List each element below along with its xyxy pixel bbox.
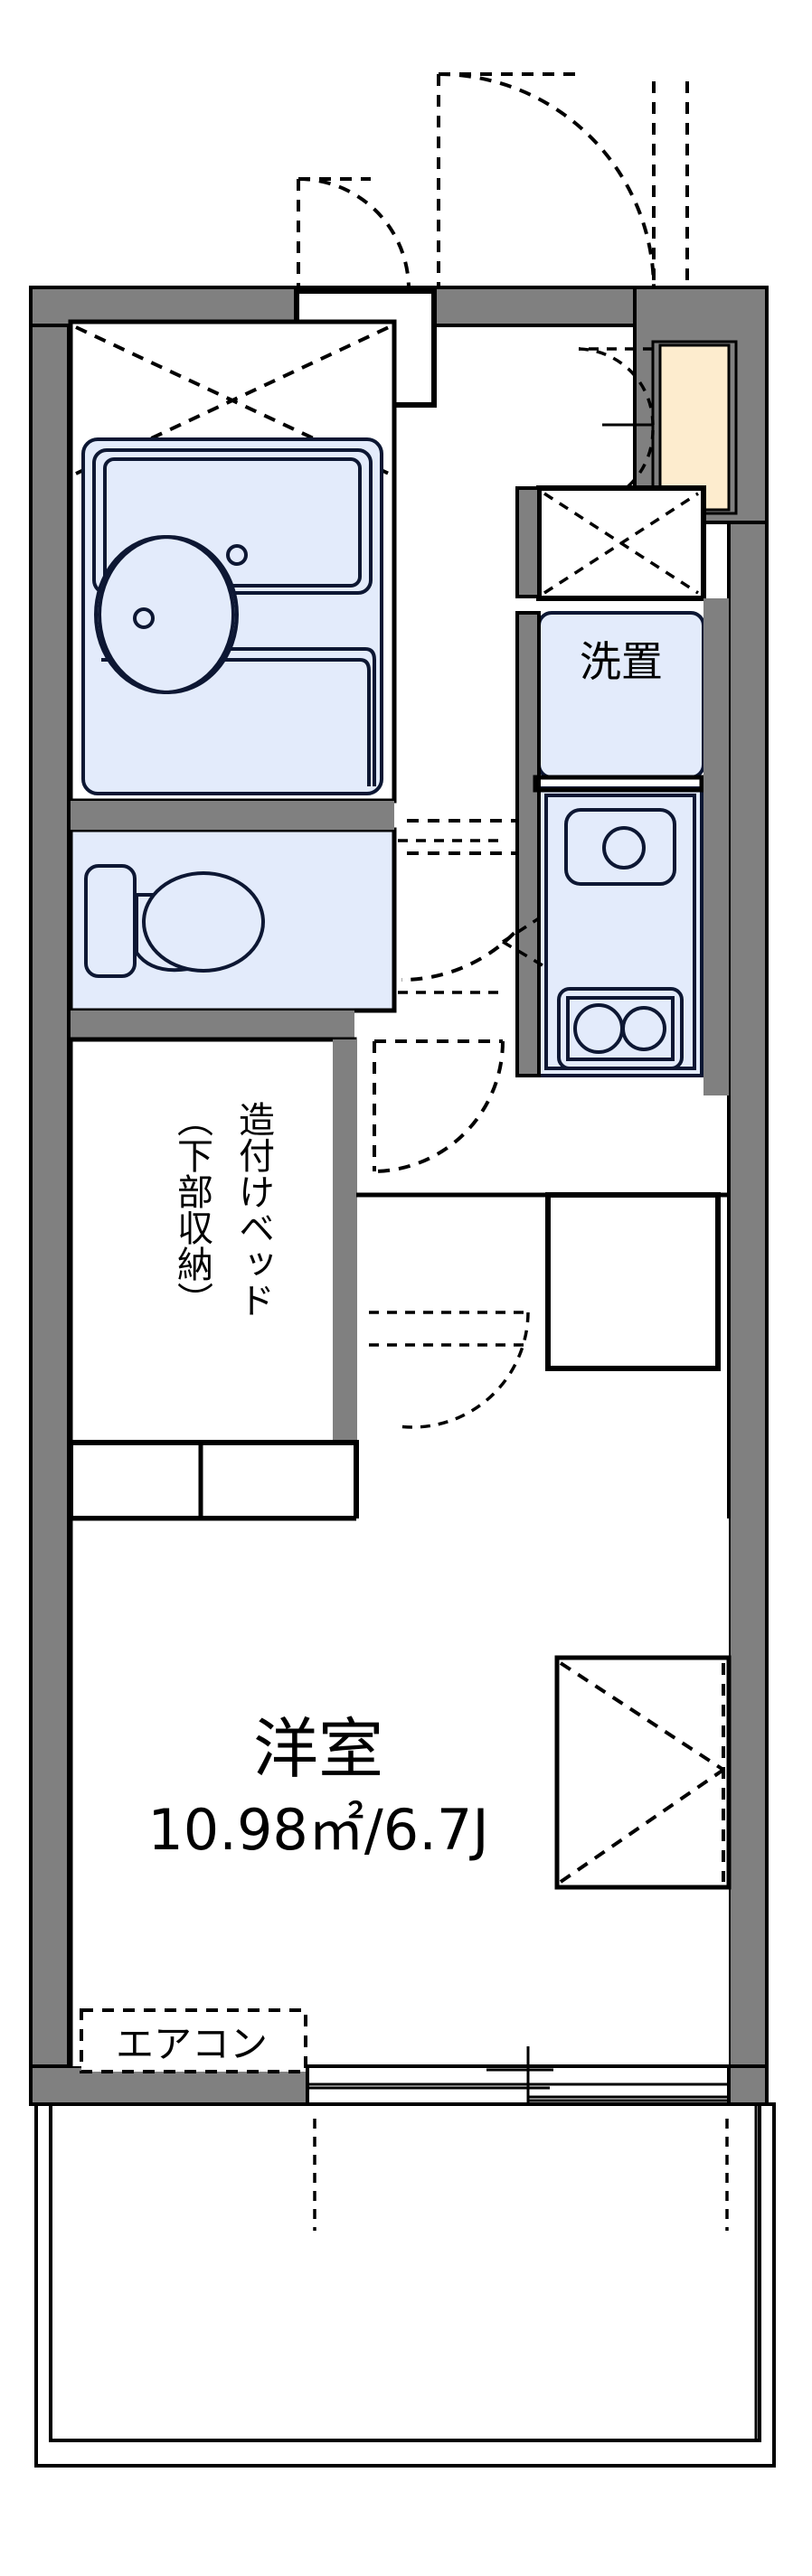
balcony <box>34 2102 776 2468</box>
upper-cabinet-hatch <box>536 485 706 601</box>
room-closet-box <box>554 1655 732 1890</box>
room-closet <box>554 1655 732 1890</box>
toilet-room <box>68 827 397 1013</box>
bathtub-drain-icon <box>226 544 248 566</box>
built-in-bed-label-main: 造付けベッド <box>232 1101 274 1318</box>
air-conditioner-box <box>80 2008 307 2073</box>
low-cabinet-row <box>68 1440 359 1521</box>
bath-toilet-divider-wall <box>71 801 394 830</box>
air-conditioner-label: エアコン <box>116 2022 268 2066</box>
toilet-tank <box>84 864 137 978</box>
burner-left-icon <box>573 1003 624 1054</box>
built-in-bed-label-sub: （下部収納） <box>171 1101 213 1318</box>
hall-closet <box>356 1192 729 1371</box>
kitchen-right-wall <box>703 598 729 1095</box>
wash-basin <box>98 535 239 694</box>
washing-machine-space: 洗置 <box>537 611 705 779</box>
bath-ceiling-hatch-dashed <box>75 325 390 475</box>
unit-bath-room <box>68 319 397 804</box>
stove-outline <box>557 987 684 1070</box>
stove-top <box>566 996 675 1061</box>
hall-closet-box <box>545 1192 721 1371</box>
burner-right-icon <box>621 1006 666 1051</box>
entrance-door[interactable] <box>658 343 731 512</box>
built-in-bed-outline <box>68 1037 357 1467</box>
toilet-door-dashed <box>398 839 506 994</box>
air-conditioner: エアコン <box>80 2008 307 2073</box>
low-cabinet <box>68 1440 359 1521</box>
main-room-name: 洋室 <box>253 1711 383 1787</box>
bed-right-wall <box>333 1039 356 1464</box>
washing-machine-label: 洗置 <box>580 637 663 686</box>
basin-drain-icon <box>133 607 155 629</box>
kitchen-corridor-walls <box>515 486 704 1077</box>
main-room-area: 10.98㎡/6.7J <box>147 1797 488 1863</box>
interior-door-swing-top-left <box>297 177 411 290</box>
toilet-seat <box>142 871 265 973</box>
entry-door-frame-dashed-right <box>652 81 689 298</box>
kitchen-sink <box>564 808 676 886</box>
balcony-slab <box>34 2102 776 2468</box>
kitchen-unit <box>537 786 703 1077</box>
balcony-railing <box>49 2102 761 2442</box>
built-in-bed: 造付けベッド （下部収納） <box>68 1037 357 1467</box>
sink-drain-icon <box>602 826 646 870</box>
washer-right-dashed <box>502 917 543 967</box>
entrance-door-swing-top <box>437 72 656 290</box>
toilet-south-wall <box>71 1011 354 1039</box>
corridor-door-swings <box>369 1039 530 1429</box>
